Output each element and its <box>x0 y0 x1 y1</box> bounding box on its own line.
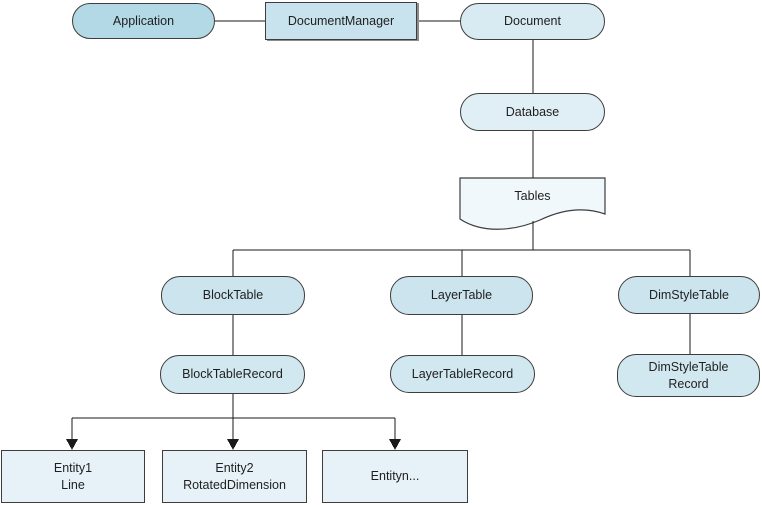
node-label: Tables <box>514 188 551 203</box>
node-label-line1: Entity2 <box>215 461 254 476</box>
arrowhead-down-icon <box>66 439 78 450</box>
node-label: DimStyleTable <box>649 287 729 302</box>
arrowhead-down-icon <box>227 439 239 450</box>
node-application: Application <box>72 3 215 39</box>
node-block-table-record: BlockTableRecord <box>160 355 305 394</box>
node-label-line1: Entityn... <box>370 469 420 484</box>
node-block-table: BlockTable <box>161 276 305 315</box>
connectors <box>71 20 691 447</box>
node-document: Document <box>460 3 605 40</box>
node-entityn: Entityn... <box>322 450 468 503</box>
node-label-line2: Record <box>668 376 709 391</box>
node-label: DocumentManager <box>287 13 395 28</box>
node-label-line2: Line <box>61 477 85 492</box>
arrowheads <box>66 439 401 450</box>
node-document-manager: DocumentManager <box>265 2 417 40</box>
node-label-line2: RotatedDimension <box>183 477 286 492</box>
node-label: LayerTableRecord <box>411 366 514 381</box>
node-dim-style-table: DimStyleTable <box>618 276 760 314</box>
node-entity1: Entity1 Line <box>1 450 145 503</box>
node-tables: Tables <box>460 178 605 214</box>
node-label: BlockTable <box>202 288 264 303</box>
node-layer-table-record: LayerTableRecord <box>390 355 535 393</box>
node-label: Database <box>505 104 560 119</box>
node-label: Document <box>504 14 561 29</box>
node-dim-style-table-record: DimStyleTable Record <box>617 354 760 397</box>
node-label-line1: Entity1 <box>53 461 93 476</box>
node-label-line1: DimStyleTable <box>648 360 729 375</box>
node-label: Application <box>112 13 175 28</box>
node-label: LayerTable <box>430 288 493 303</box>
node-database: Database <box>460 93 605 131</box>
node-label: BlockTableRecord <box>182 367 283 382</box>
arrowhead-down-icon <box>389 439 401 450</box>
node-layer-table: LayerTable <box>390 276 533 315</box>
tables-document-shape <box>459 177 606 230</box>
node-entity2: Entity2 RotatedDimension <box>162 450 307 503</box>
